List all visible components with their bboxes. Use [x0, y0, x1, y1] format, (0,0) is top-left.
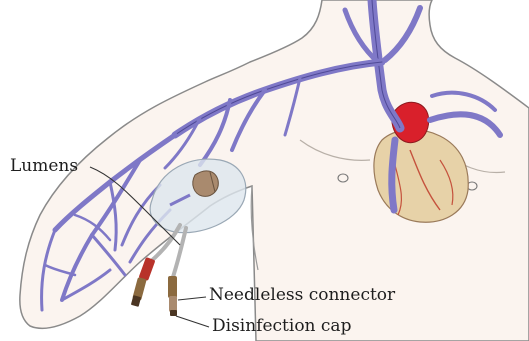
disinfection-cap-label: Disinfection cap: [212, 318, 351, 335]
lumens-label: Lumens: [10, 158, 78, 175]
connector-right: [168, 276, 177, 316]
needleless-connector-label: Needleless connector: [209, 287, 395, 304]
